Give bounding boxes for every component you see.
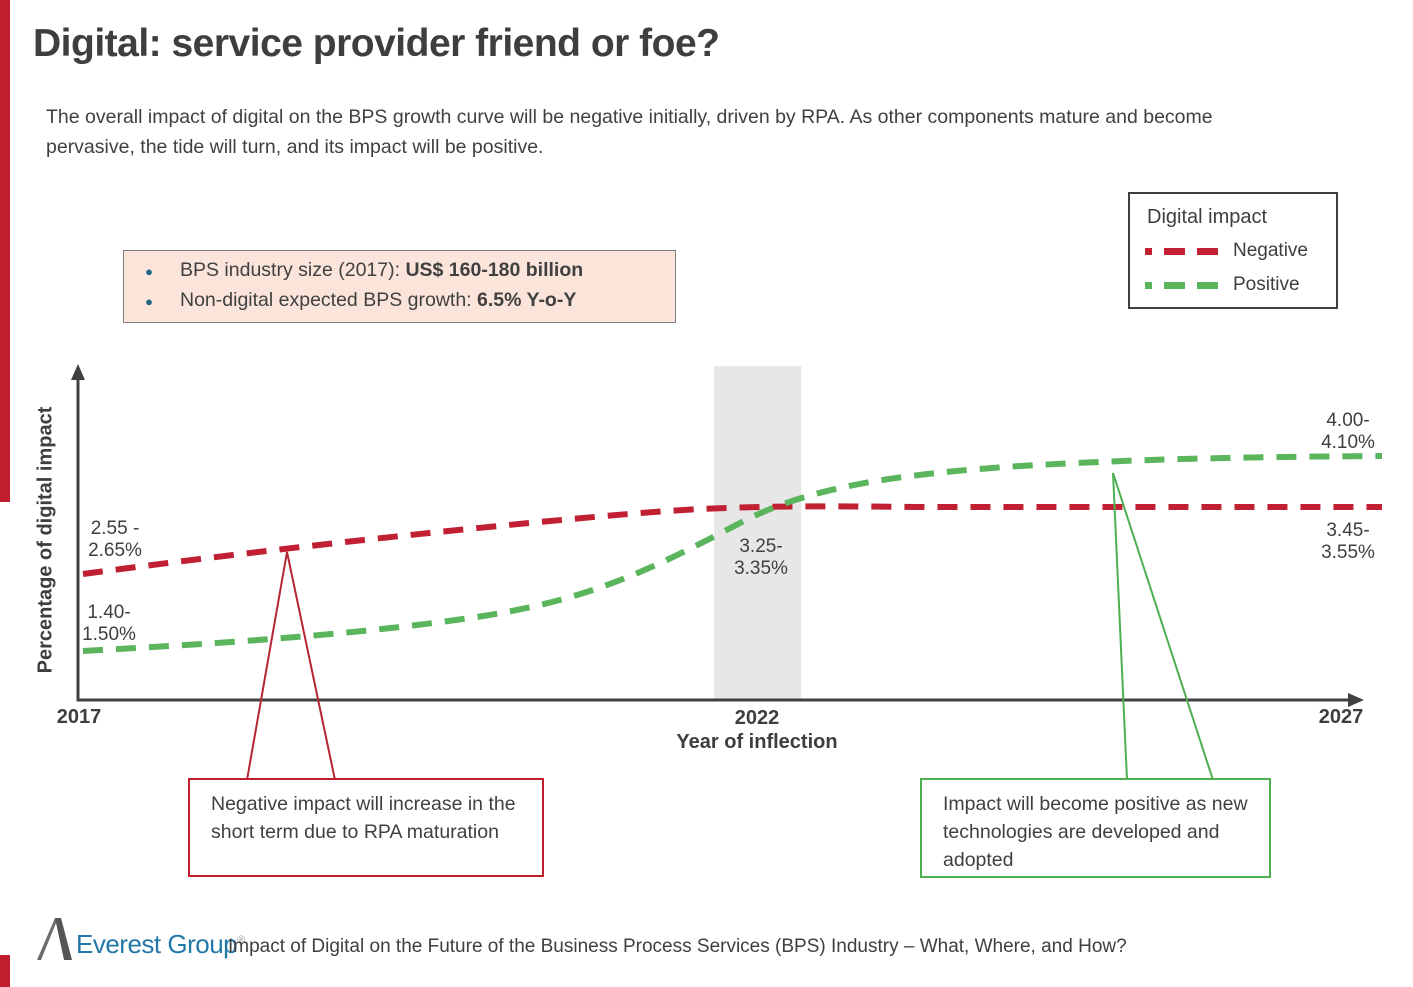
key-fact-row: ● Non-digital expected BPS growth: 6.5% … xyxy=(124,289,675,319)
bottom-accent-bar xyxy=(0,955,10,987)
positive-start-value: 1.40- 1.50% xyxy=(82,602,136,645)
x-axis-title: Year of inflection xyxy=(676,731,838,753)
everest-group-logo-text: Everest Group® xyxy=(76,929,245,959)
positive-callout-pointer xyxy=(1112,472,1214,781)
bullet-icon: ● xyxy=(145,294,153,309)
x-tick-2027: 2027 xyxy=(1318,706,1364,728)
legend-label-negative: Negative xyxy=(1233,240,1308,261)
subtitle: The overall impact of digital on the BPS… xyxy=(46,106,1213,159)
legend-box: Digital impact Negative Positive xyxy=(1128,192,1338,309)
key-fact-row: ● BPS industry size (2017): US$ 160-180 … xyxy=(124,259,675,289)
bullet-icon: ● xyxy=(145,264,153,279)
negative-end-value: 3.45- 3.55% xyxy=(1321,520,1375,563)
y-axis-arrow-icon xyxy=(71,364,85,380)
key-facts-box: ● BPS industry size (2017): US$ 160-180 … xyxy=(123,250,676,323)
negative-dash-swatch xyxy=(1145,247,1231,255)
footer-caption: Impact of Digital on the Future of the B… xyxy=(228,936,1127,957)
negative-callout-box: Negative impact will increase in the sho… xyxy=(188,778,544,877)
legend-item-positive: Positive xyxy=(1145,274,1336,296)
x-tick-2017: 2017 xyxy=(56,706,102,728)
page-title: Digital: service provider friend or foe? xyxy=(33,22,720,65)
key-fact-text: BPS industry size (2017): US$ 160-180 bi… xyxy=(180,259,584,281)
negative-callout-pointer xyxy=(246,551,336,781)
legend-title: Digital impact xyxy=(1147,206,1268,228)
negative-impact-curve xyxy=(82,503,1382,577)
positive-dash-swatch xyxy=(1145,281,1231,289)
x-axis-arrow-icon xyxy=(1348,693,1364,707)
positive-impact-curve xyxy=(82,453,1383,654)
everest-group-logo-icon xyxy=(37,918,72,960)
negative-start-value: 2.55 - 2.65% xyxy=(88,518,142,561)
positive-end-value: 4.00- 4.10% xyxy=(1321,410,1375,453)
y-axis-title: Percentage of digital impact xyxy=(34,406,57,674)
legend-label-positive: Positive xyxy=(1233,274,1300,295)
positive-callout-box: Impact will become positive as new techn… xyxy=(920,778,1271,878)
registered-mark: ® xyxy=(237,934,245,947)
key-fact-text: Non-digital expected BPS growth: 6.5% Y-… xyxy=(180,289,577,311)
legend-item-negative: Negative xyxy=(1145,240,1336,262)
crossover-value: 3.25- 3.35% xyxy=(734,536,788,579)
inflection-band xyxy=(714,366,801,700)
left-accent-bar xyxy=(0,0,10,502)
x-tick-2022: 2022 xyxy=(734,707,780,729)
